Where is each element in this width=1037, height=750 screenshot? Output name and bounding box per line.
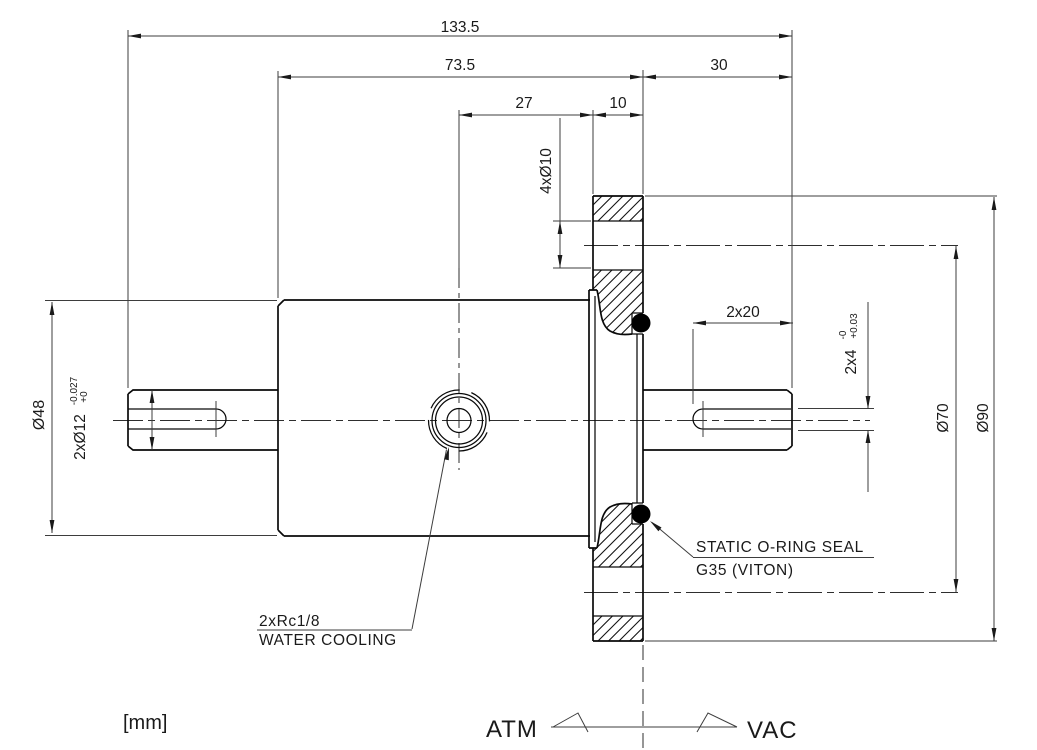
- leader-lines: [257, 447, 874, 631]
- dim-body-dia-text: Ø48: [31, 400, 48, 430]
- body-outline: [277, 299, 590, 537]
- dim-shaft-dia-text: 2xØ12: [72, 414, 89, 460]
- port-thread-circle: [434, 396, 484, 445]
- oring-cross-section-top: [631, 313, 651, 333]
- flange-hatching: [593, 196, 643, 641]
- cooling-callout-line2: WATER COOLING: [259, 632, 397, 649]
- dim-to-face-text: 73.5: [445, 57, 475, 74]
- dim-overall-text: 133.5: [441, 19, 480, 36]
- vac-flag-icon: [696, 712, 738, 733]
- cooling-leader: [411, 449, 447, 630]
- flange-outline: [588, 195, 651, 642]
- atm-flag-icon: [552, 712, 589, 733]
- dim-keyway-height-upper-tol: +0.03: [849, 313, 860, 339]
- callout-texts: STATIC O-RING SEAL G35 (VITON) 2xRc1/8 W…: [259, 539, 864, 649]
- dim-shaft-lower-tol: -0.027: [69, 376, 80, 405]
- hatch-upper-body: [593, 270, 643, 335]
- port-thread-relief-arcs: [427, 389, 491, 452]
- hatch-lower-body: [593, 503, 643, 567]
- units-note: [mm]: [123, 712, 167, 734]
- left-shaft-outline: [127, 389, 278, 451]
- vac-label: VAC: [747, 717, 798, 744]
- dim-keyway-height-text: 2x4: [843, 349, 860, 374]
- cooling-callout-line1: 2xRc1/8: [259, 613, 320, 630]
- hatch-bottom-rim: [593, 616, 643, 641]
- dim-bolt-holes-text: 4xØ10: [538, 148, 555, 194]
- atm-vac-indicator: [551, 712, 738, 733]
- dim-bcd-text: Ø70: [935, 403, 952, 433]
- centerlines: [113, 110, 958, 748]
- dimension-texts: 133.5 73.5 30 27 10 4xØ10 2x20 2x4 +0.03…: [31, 19, 992, 460]
- dim-port-offset-text: 27: [515, 95, 532, 112]
- dim-flange-dia-text: Ø90: [975, 403, 992, 433]
- right-shaft-outline: [643, 389, 793, 451]
- note-texts: [mm] ATM VAC: [123, 712, 798, 744]
- port-bore-circle: [446, 407, 472, 434]
- dim-keyway-height-lower-tol: -0: [838, 330, 849, 339]
- dim-flange-thk-text: 10: [609, 95, 627, 112]
- water-cooling-port: [427, 389, 491, 452]
- atm-label: ATM: [486, 716, 538, 743]
- seal-callout-line1: STATIC O-RING SEAL: [696, 539, 864, 556]
- port-boss-circle: [431, 392, 487, 449]
- dimension-lines: [49, 33, 997, 641]
- dim-shaft-upper-tol: +0: [79, 391, 90, 403]
- dim-vac-side-text: 30: [710, 57, 728, 74]
- extension-lines: [45, 30, 997, 642]
- seal-callout-line2: G35 (VITON): [696, 562, 794, 579]
- oring-cross-section-bottom: [631, 504, 651, 524]
- hatch-top-rim: [593, 196, 643, 221]
- dim-keyway-length-text: 2x20: [726, 304, 760, 321]
